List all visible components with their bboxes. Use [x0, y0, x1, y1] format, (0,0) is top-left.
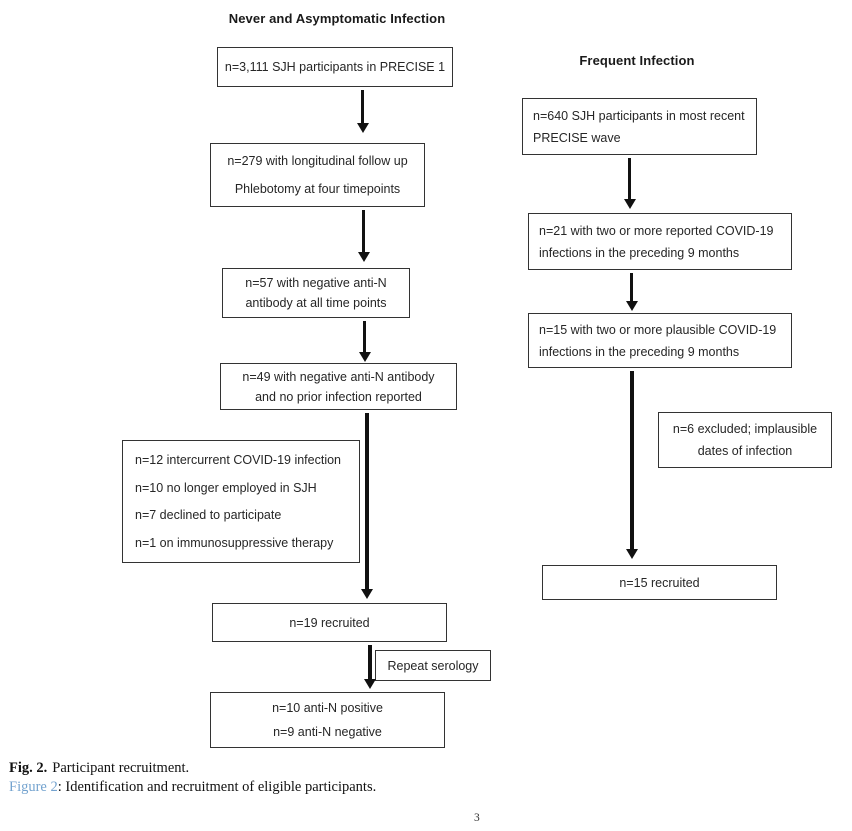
box-excluded-implausible-dates: n=6 excluded; implausible dates of infec… [658, 412, 832, 468]
box-text: dates of infection [697, 444, 793, 458]
box-text: n=640 SJH participants in most recent [533, 108, 745, 123]
box-text: n=49 with negative anti-N antibody [242, 369, 435, 384]
box-serology-results: n=10 anti-N positive n=9 anti-N negative [210, 692, 445, 748]
figure-caption: Fig. 2.Participant recruitment. [9, 760, 189, 777]
box-longitudinal-followup: n=279 with longitudinal follow up Phlebo… [210, 143, 425, 207]
box-negative-antin-no-prior-infection: n=49 with negative anti-N antibody and n… [220, 363, 457, 410]
box-text: PRECISE wave [533, 130, 621, 145]
box-n15-recruited: n=15 recruited [542, 565, 777, 600]
figure-caption-label: Fig. 2. [9, 760, 48, 776]
figure-caption-alt: Figure 2: Identification and recruitment… [9, 779, 376, 796]
box-text: n=15 with two or more plausible COVID-19 [539, 322, 777, 337]
box-n19-recruited: n=19 recruited [212, 603, 447, 642]
box-text: n=7 declined to participate [135, 508, 282, 523]
box-text: antibody at all time points [245, 296, 387, 310]
box-text: n=279 with longitudinal follow up [227, 154, 408, 169]
box-text: n=10 no longer employed in SJH [135, 480, 317, 495]
box-precise1-participants: n=3,111 SJH participants in PRECISE 1 [217, 47, 453, 87]
box-text: Repeat serology [387, 658, 479, 673]
box-text: n=9 anti-N negative [273, 725, 382, 740]
box-recent-wave-participants: n=640 SJH participants in most recent PR… [522, 98, 757, 155]
left-column-title: Never and Asymptomatic Infection [228, 11, 446, 26]
box-text: n=3,111 SJH participants in PRECISE 1 [224, 60, 446, 74]
box-text: n=21 with two or more reported COVID-19 [539, 223, 774, 238]
box-text: n=57 with negative anti-N [245, 276, 387, 290]
box-left-exclusions: n=12 intercurrent COVID-19 infection n=1… [122, 440, 360, 563]
figure-2-link[interactable]: Figure 2 [9, 779, 58, 795]
box-text: n=15 recruited [619, 575, 700, 590]
figure-caption-alt-text: : Identification and recruitment of elig… [57, 779, 377, 795]
box-text: infections in the preceding 9 months [539, 245, 740, 260]
box-text: n=19 recruited [289, 615, 370, 630]
label-repeat-serology: Repeat serology [375, 650, 491, 681]
figure-caption-text: Participant recruitment. [52, 760, 190, 776]
box-text: and no prior infection reported [255, 389, 422, 404]
box-text: n=6 excluded; implausible [672, 422, 818, 436]
page-number: 3 [474, 812, 480, 824]
box-text: Phlebotomy at four timepoints [234, 181, 401, 196]
box-negative-antin-all-timepoints: n=57 with negative anti-N antibody at al… [222, 268, 410, 318]
box-text: n=12 intercurrent COVID-19 infection [135, 453, 342, 468]
right-column-title: Frequent Infection [579, 53, 695, 68]
box-text: infections in the preceding 9 months [539, 344, 740, 359]
box-two-reported-infections: n=21 with two or more reported COVID-19 … [528, 213, 792, 270]
box-text: n=10 anti-N positive [272, 700, 383, 715]
box-two-plausible-infections: n=15 with two or more plausible COVID-19… [528, 313, 792, 368]
box-text: n=1 on immunosuppressive therapy [135, 535, 334, 550]
